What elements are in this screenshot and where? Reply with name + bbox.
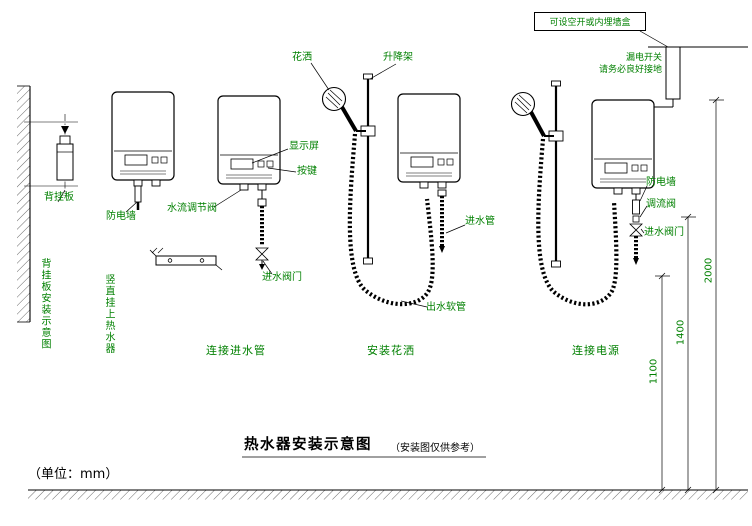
label-flow-valve-1: 水流调节阀: [167, 203, 217, 214]
breaker-warning-line2: 请务必良好接地: [598, 65, 662, 75]
shower-assembly-1: [321, 73, 435, 307]
label-shower-head: 花洒: [292, 52, 312, 63]
water-heater-4: [591, 99, 655, 195]
label-buttons: 按键: [297, 166, 317, 177]
back-plate-drawing: [24, 114, 78, 196]
caption-scene2: 竖直挂上热水器: [103, 274, 114, 355]
label-inlet-valve-2: 进水阀门: [644, 227, 684, 238]
caption-scene1: 背挂板安装示意图: [39, 258, 50, 350]
label-flow-valve-2: 调流阀: [646, 199, 676, 210]
mounting-bracket-drawing: [149, 247, 223, 271]
water-heater-1: [111, 91, 175, 187]
power-conduit: [639, 30, 748, 108]
wall-box-label: 可设空开或内埋墙盒: [534, 12, 646, 31]
caption-scene3: 连接进水管: [206, 344, 266, 357]
unit-note: （单位：mm）: [28, 467, 119, 482]
diagram-title: 热水器安装示意图: [244, 437, 372, 453]
dimension-1400: 1400: [675, 319, 687, 346]
wall-section: [17, 85, 31, 323]
water-heater-2: [217, 95, 281, 191]
leader-lines: [57, 62, 648, 308]
label-outlet-hose: 出水软管: [426, 302, 466, 313]
dimension-1100: 1100: [648, 358, 660, 385]
diagram-note: （安装图仅供参考）: [390, 443, 480, 454]
caption-scene5: 连接电源: [572, 344, 620, 357]
label-anti-electric-wall-1: 防电墙: [106, 211, 136, 222]
water-heater-3: [397, 93, 461, 189]
breaker-warning-line1: 漏电开关: [625, 53, 662, 63]
label-anti-electric-wall-2: 防电墙: [646, 177, 676, 188]
label-display: 显示屏: [289, 141, 319, 152]
dimension-lines: [655, 96, 724, 494]
inlet-pipe-assembly-2: [255, 190, 269, 270]
label-inlet-pipe: 进水管: [465, 216, 495, 227]
inlet-pipe-3: [437, 189, 447, 253]
shower-assembly-2: [510, 80, 619, 307]
dimension-2000: 2000: [703, 257, 715, 284]
label-inlet-valve-1: 进水阀门: [262, 272, 302, 283]
inlet-assembly-4: [629, 194, 643, 265]
breaker-warning: 漏电开关 请务必良好接地: [592, 52, 662, 76]
ground-line: [28, 489, 748, 500]
label-lift-rack: 升降架: [383, 52, 413, 63]
anti-electric-wall-fitting-1: [134, 185, 142, 210]
caption-scene4: 安装花洒: [367, 344, 415, 357]
label-back-plate: 背挂板: [44, 192, 74, 203]
